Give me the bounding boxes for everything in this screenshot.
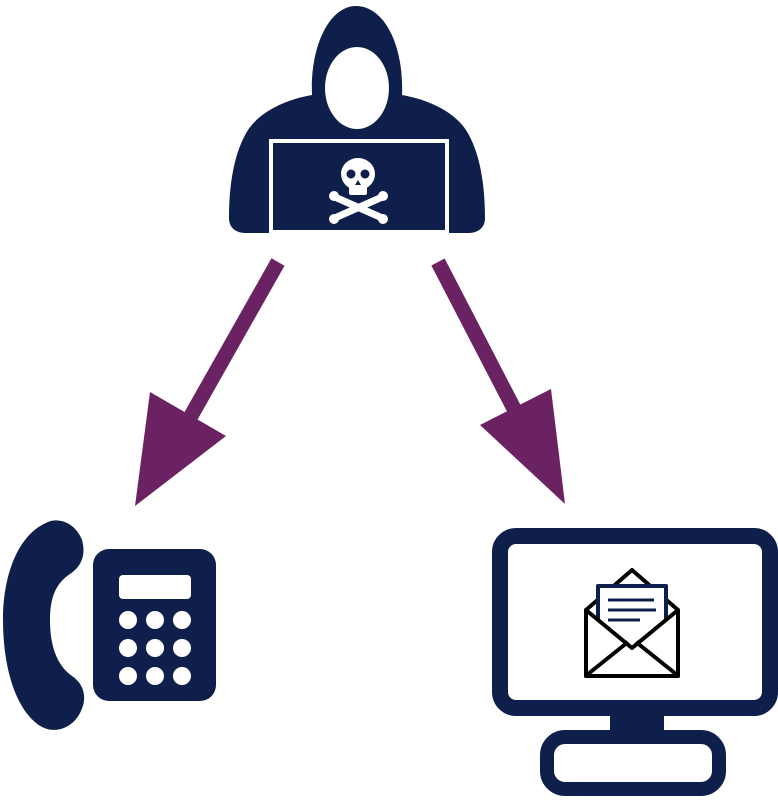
- arrow-to-computer: [431, 258, 565, 504]
- open-envelope-icon: [584, 568, 680, 678]
- phone-display: [119, 575, 191, 599]
- arrow-to-phone: [135, 258, 285, 506]
- skull-crossbones-icon: [329, 158, 388, 224]
- face: [325, 47, 389, 129]
- phone-keypad: [119, 611, 191, 685]
- hooded-hacker-laptop-icon: [229, 6, 485, 234]
- monitor-email-icon: [492, 528, 778, 796]
- desk-phone-icon: [3, 520, 216, 730]
- monitor-foot: [540, 730, 726, 796]
- handset: [3, 520, 85, 730]
- laptop-screen: [269, 139, 449, 234]
